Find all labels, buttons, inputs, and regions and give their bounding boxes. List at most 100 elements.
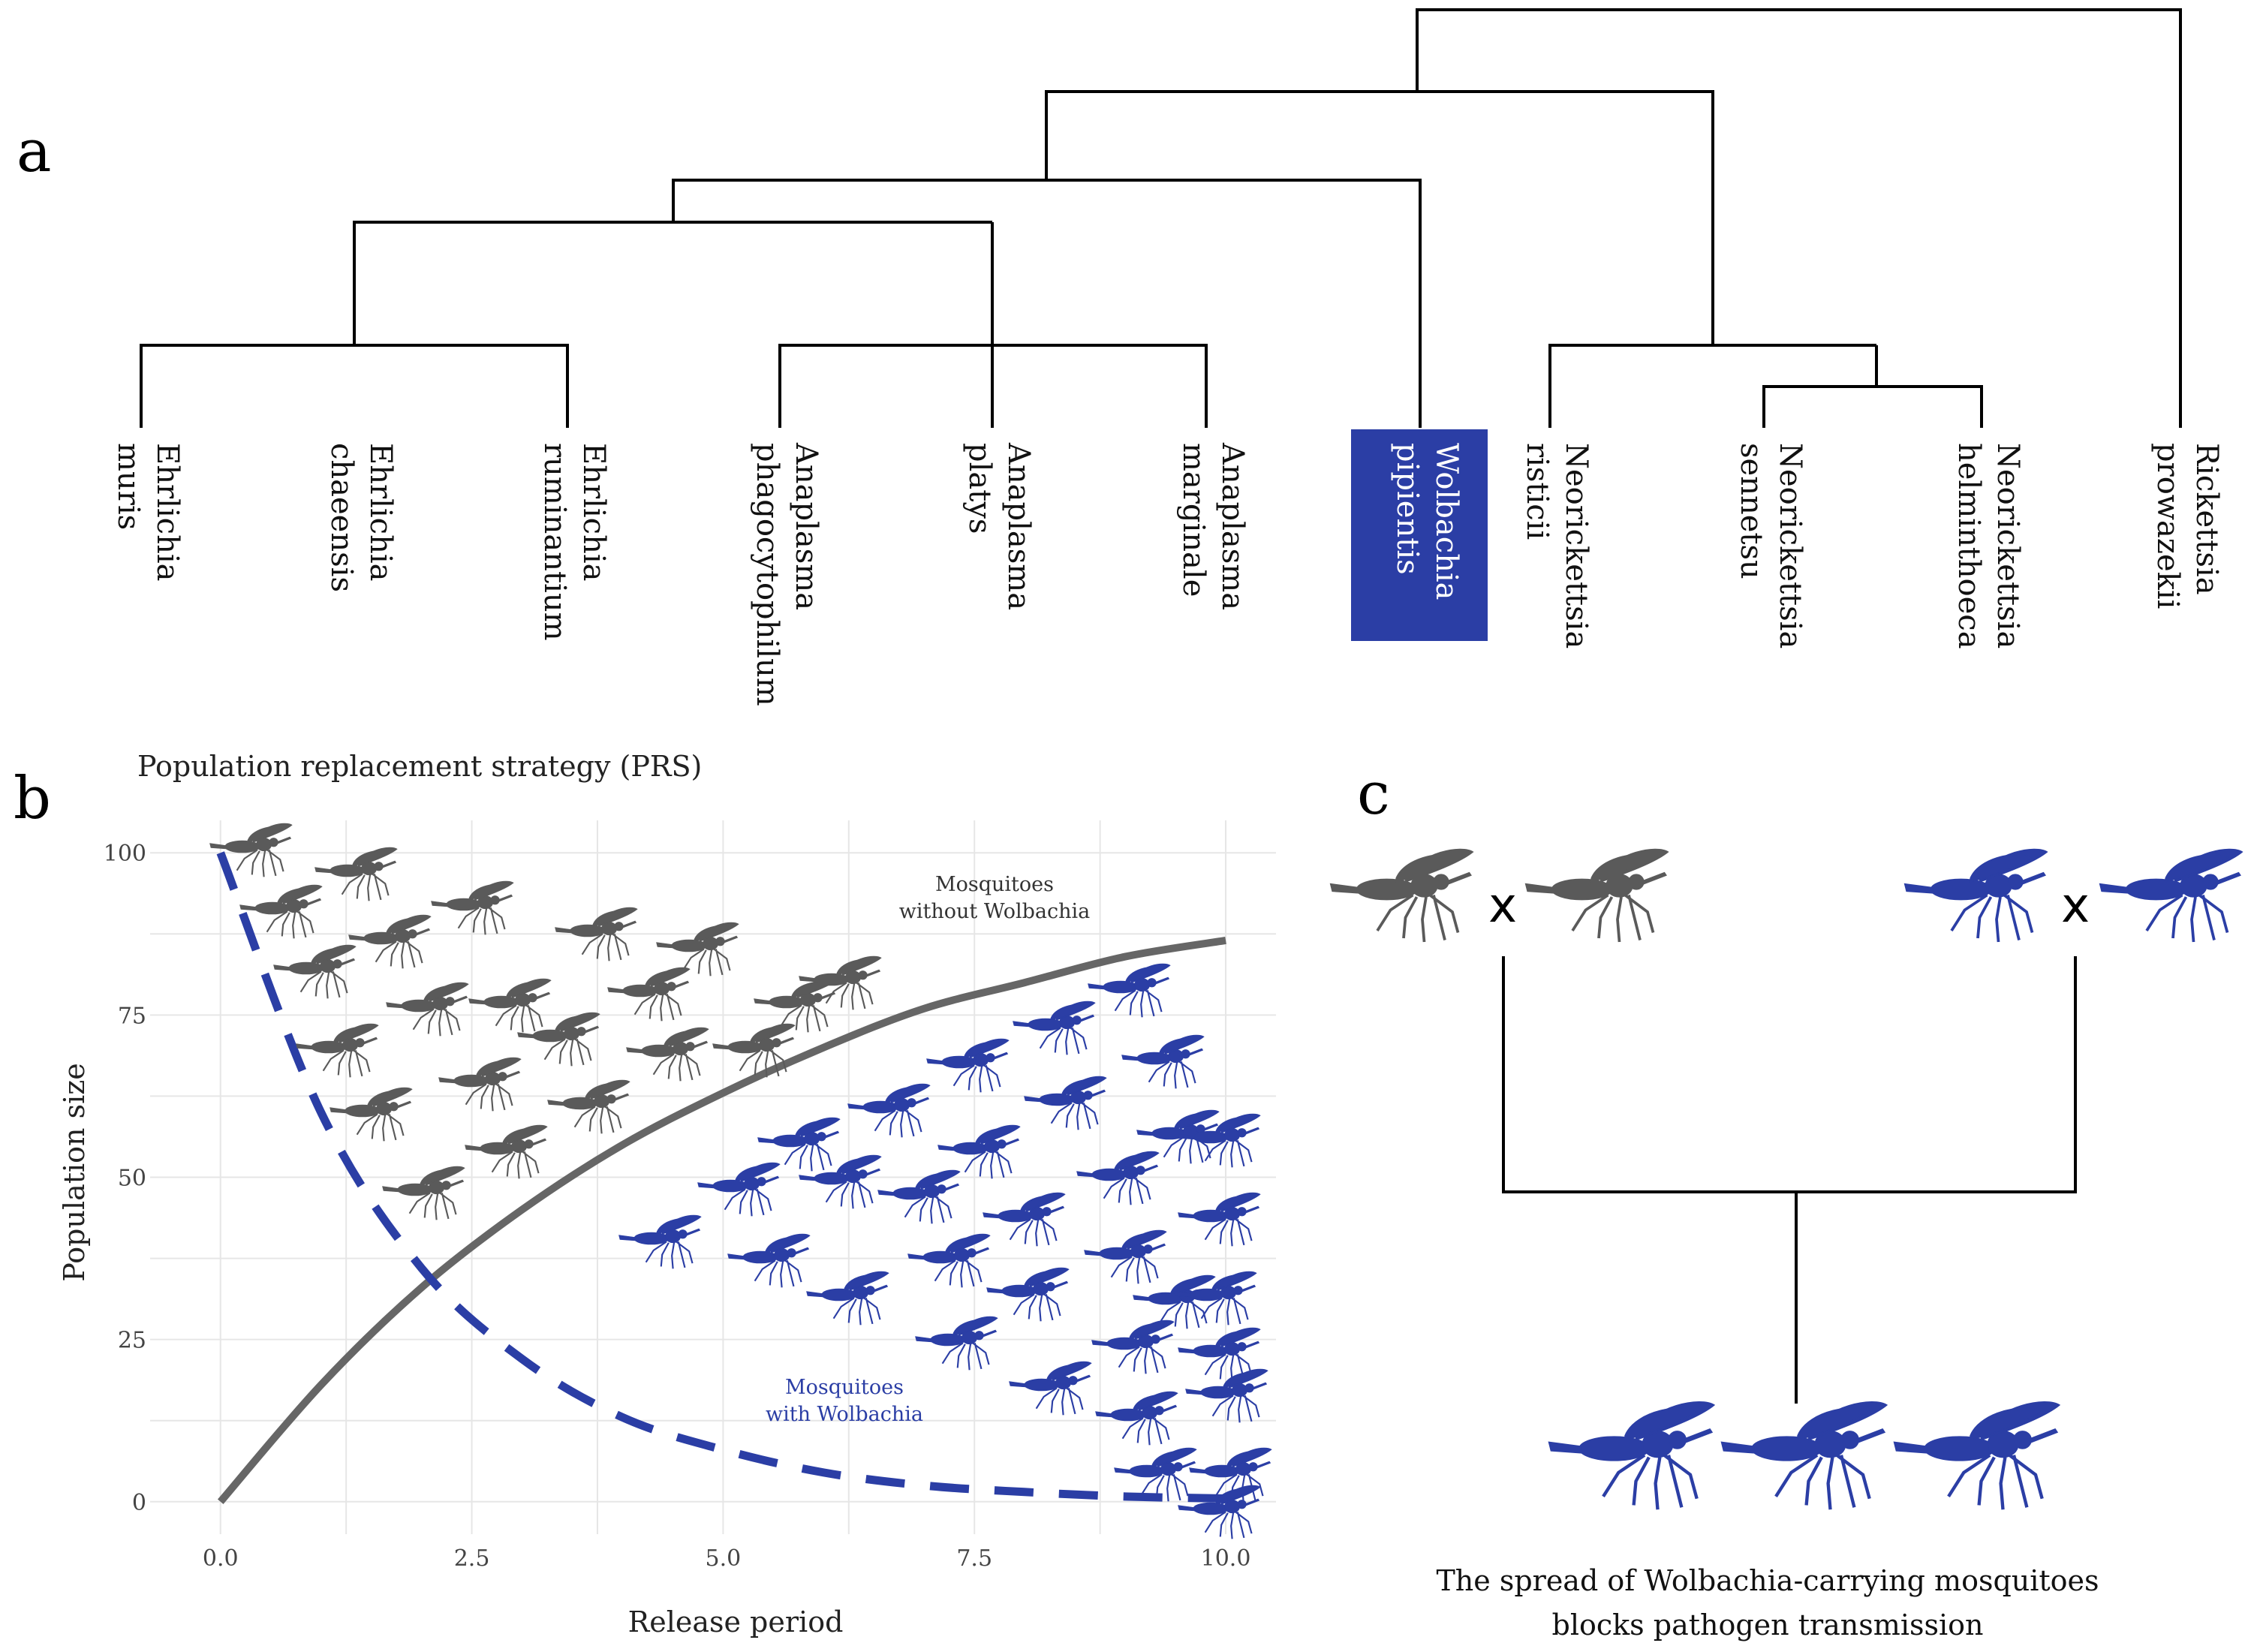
cross-mosquito-icons [1329,847,2244,1509]
taxon-genus: Ehrlichia [576,443,611,581]
taxon-species: pipientis [1390,443,1425,575]
parent-mosquito-blue-icon [2098,847,2244,943]
mosquito-grey-icon [606,967,691,1022]
mosquito-blue-icon [618,1214,703,1270]
taxon-species: helminthoeca [1952,443,1986,649]
taxon-genus: Ehrlichia [150,443,185,581]
mosquito-grey-icon [295,1023,380,1079]
mosquito-grey-icon [381,1166,466,1221]
taxon-species: platys [962,443,997,534]
panel-b-letter: b [14,765,51,832]
mosquito-grey-icon [464,1124,549,1180]
cross-symbol-left: x [1488,878,1517,934]
mosquito-blue-icon [1008,1361,1093,1416]
panel-a-letter: a [17,118,52,185]
mosquito-blue-icon [697,1162,781,1217]
tree-branch [1548,344,1876,428]
phylogenetic-tree [140,8,2182,428]
offspring-mosquito-blue-icon [1894,1402,2060,1509]
tree-branch [1416,8,2182,428]
chart-mosquito-icons [209,823,1273,1540]
taxon-genus: Anaplasma [789,442,823,610]
parent-mosquito-grey-icon [1524,847,1670,943]
taxon-genus: Neorickettsia [1559,443,1593,648]
tree-branch [353,221,992,345]
y-axis-label: Population size [58,1063,91,1282]
mosquito-blue-icon [1012,1001,1097,1056]
tree-branch [672,179,1422,428]
mosquito-blue-icon [1177,1192,1262,1247]
taxon-genus: Anaplasma [1215,442,1250,610]
taxon-genus: Neorickettsia [1773,443,1807,648]
x-tick-label: 5.0 [706,1545,742,1572]
x-tick-label: 7.5 [956,1545,992,1572]
panel-c-letter: c [1357,760,1390,828]
annotation-with-line1: Mosquitoes [785,1376,904,1399]
mosquito-grey-icon [753,978,838,1034]
chart-title: Population replacement strategy (PRS) [137,750,702,783]
mosquito-grey-icon [655,922,740,977]
annotation-without-line1: Mosquitoes [935,873,1054,896]
caption-line1: The spread of Wolbachia-carrying mosquit… [1436,1564,2099,1597]
x-tick-label: 0.0 [203,1545,239,1572]
y-tick-label: 0 [132,1490,146,1516]
mosquito-grey-icon [468,978,552,1034]
y-tick-label: 100 [104,841,146,867]
cross-symbol-right: x [2061,878,2090,934]
taxon-species: marginale [1176,443,1211,597]
taxon-genus: Anaplasma [1001,442,1036,610]
caption-line2: blocks pathogen transmission [1552,1608,1984,1641]
mosquito-grey-icon [516,1012,601,1067]
taxon-species: phagocytophilum [750,443,784,706]
mosquito-blue-icon [1083,1229,1168,1285]
mosquito-blue-icon [1132,1274,1217,1330]
mosquito-blue-icon [1121,1034,1205,1090]
mosquito-grey-icon [314,847,399,902]
mosquito-blue-icon [877,1169,961,1225]
tree-branch [140,344,569,428]
taxon-species: chaeensis [324,443,359,592]
mosquito-blue-icon [1091,1319,1175,1375]
mosquito-blue-icon [1177,1485,1262,1540]
offspring-mosquito-blue-icon [1722,1402,1887,1509]
tree-branch [1762,385,1983,428]
annotation-without-line2: without Wolbachia [899,900,1091,923]
taxon-genus: Ehrlichia [363,443,398,581]
mosquito-blue-icon [727,1233,811,1289]
mosquito-grey-icon [385,982,470,1037]
offspring-mosquito-blue-icon [1549,1402,1714,1509]
mosquito-grey-icon [625,1027,710,1082]
series-line-without-wolbachia [217,937,1226,1505]
pedigree-bracket [1502,956,2077,1193]
mosquito-blue-icon [986,1267,1070,1323]
mosquito-blue-icon [1076,1151,1160,1206]
y-tick-label: 50 [118,1166,146,1192]
mosquito-grey-icon [348,914,432,970]
mosquito-blue-icon [805,1271,890,1326]
mosquito-blue-icon [982,1192,1067,1247]
mosquito-blue-icon [1094,1391,1179,1446]
taxon-genus: Wolbachia [1429,443,1464,600]
taxon-genus: Rickettsia [2189,443,2224,595]
mosquito-blue-icon [914,1316,999,1371]
mosquito-grey-icon [546,1079,631,1135]
annotation-with-line2: with Wolbachia [766,1403,923,1426]
y-tick-label: 75 [118,1003,146,1029]
taxon-genus: Neorickettsia [1991,443,2025,648]
tree-branch [1045,90,1714,345]
mosquito-grey-icon [272,944,357,1000]
parent-mosquito-blue-icon [1903,847,2049,943]
